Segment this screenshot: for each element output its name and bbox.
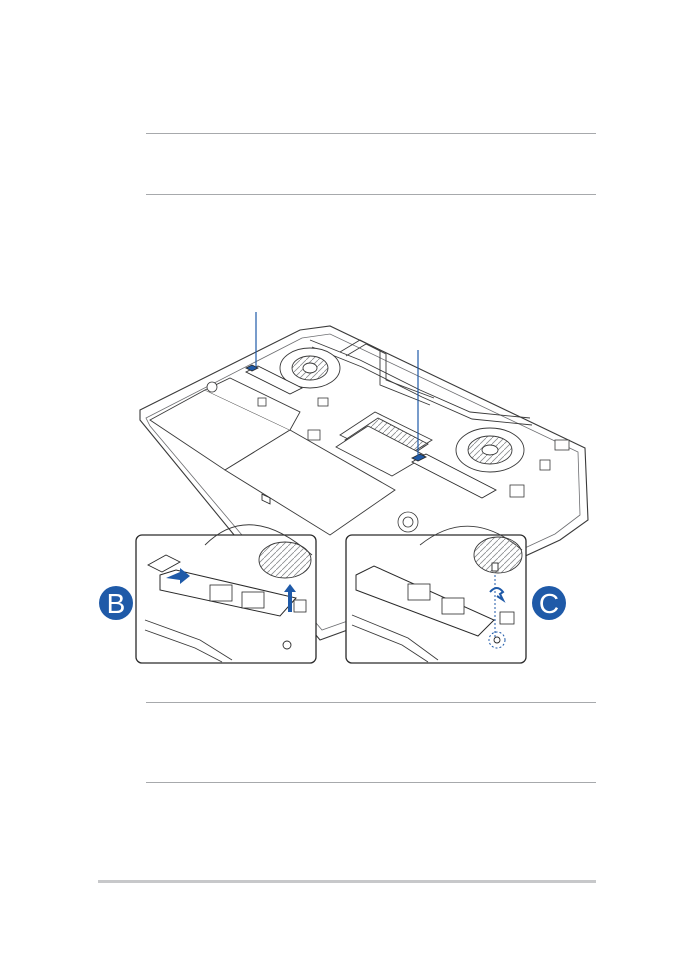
memory-slots	[335, 411, 433, 477]
ssd-slot-1	[244, 364, 304, 505]
note-top-rule-2	[146, 702, 596, 703]
step-c-badge: C	[532, 586, 566, 620]
step-b-badge: B	[99, 586, 133, 620]
left-fan	[279, 347, 341, 389]
ssd-slot-2	[410, 453, 497, 499]
right-fan	[455, 427, 525, 473]
heat-pipes	[309, 339, 533, 426]
inset-b	[135, 524, 317, 664]
battery	[149, 377, 396, 536]
footer-rule	[98, 880, 596, 883]
note-bottom-rule-2	[146, 782, 596, 783]
note-bottom-rule	[146, 194, 596, 195]
board-components	[206, 381, 570, 533]
svg-text:B: B	[107, 588, 126, 619]
inset-c	[345, 525, 527, 664]
svg-text:C: C	[539, 588, 559, 619]
note-top-rule	[146, 133, 596, 134]
